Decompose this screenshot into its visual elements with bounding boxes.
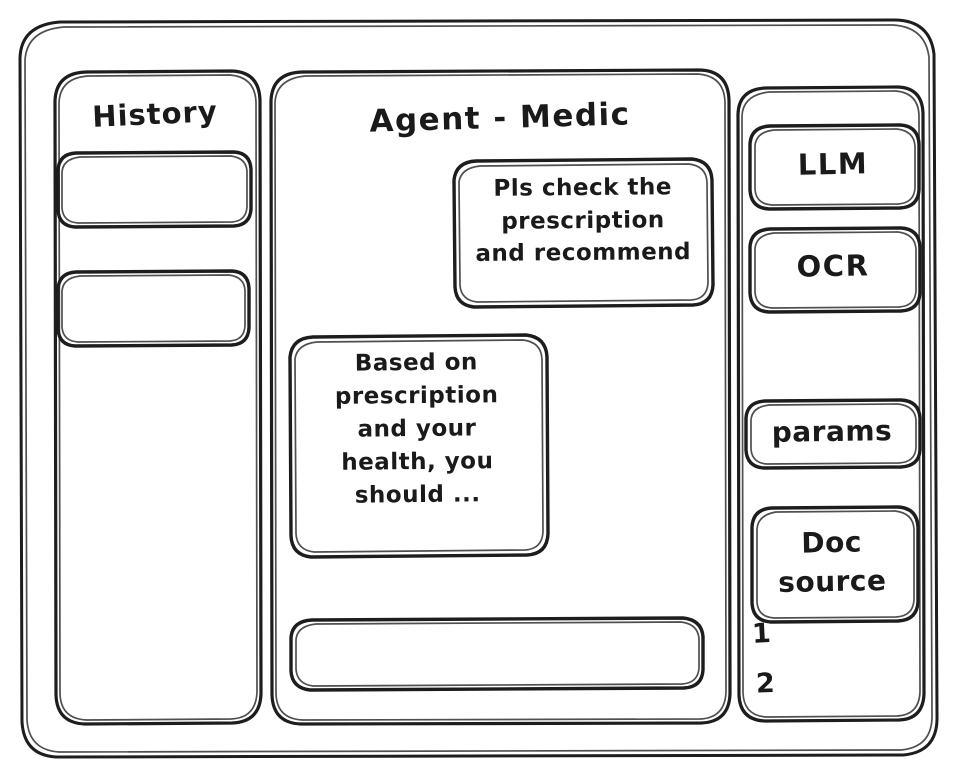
params-button[interactable]: params — [771, 414, 893, 449]
assistant-message-text: Based on prescription and your health, y… — [334, 349, 499, 509]
tool-llm-outline — [748, 123, 921, 211]
doc-source-button[interactable]: Doc source — [777, 525, 887, 599]
doc-source-item-2[interactable]: 2 — [755, 667, 776, 700]
history-item-2[interactable] — [58, 271, 250, 347]
tool-ocr-button[interactable]: OCR — [796, 248, 870, 284]
doc-source-item-1[interactable]: 1 — [751, 617, 773, 650]
main-panel-outline — [269, 68, 732, 726]
history-item-1[interactable] — [58, 152, 252, 228]
composer-input[interactable] — [291, 619, 704, 690]
user-message-text: Pls check the prescription and recommend — [475, 174, 692, 268]
assistant-message-bubble-outline — [288, 333, 550, 559]
tool-llm-button[interactable]: LLM — [797, 146, 869, 182]
history-panel-outline — [53, 69, 263, 726]
history-item-1-outline — [56, 150, 253, 229]
history-item-2-outline — [56, 269, 251, 348]
sidebar-panel-outline — [736, 85, 926, 723]
user-message-bubble-outline — [452, 157, 715, 309]
composer-input-outline — [289, 616, 705, 692]
window-frame — [18, 18, 939, 759]
tool-ocr-outline — [748, 226, 922, 314]
params-outline — [744, 398, 922, 470]
doc-source-outline — [750, 505, 920, 624]
